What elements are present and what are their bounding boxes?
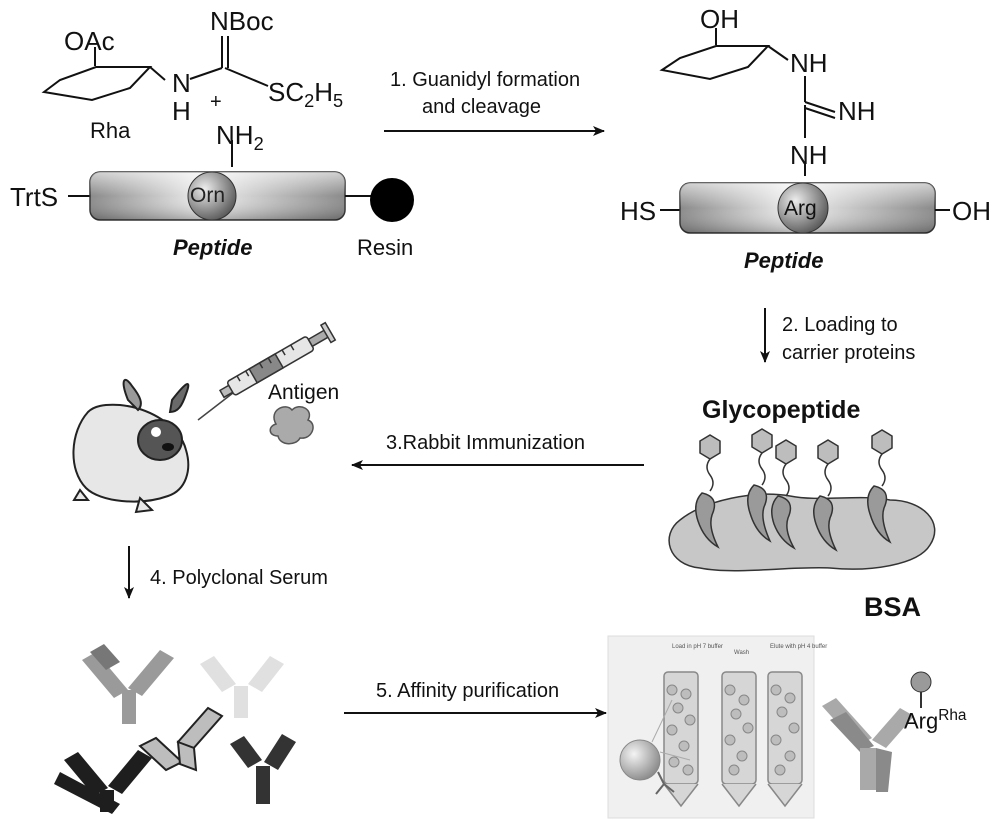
orn-residue-ball	[187, 171, 237, 221]
nh-sub: 2	[253, 134, 264, 155]
orn-label: Orn	[190, 184, 226, 207]
bsa-blob	[668, 493, 936, 572]
h-sub: 5	[333, 91, 344, 112]
nh-label-2: NH	[838, 96, 876, 126]
oh-right-label: OH	[952, 196, 991, 226]
rha-label: Rha	[90, 118, 131, 143]
glycopeptide-chains	[695, 428, 893, 552]
sc-text: SC	[268, 77, 305, 107]
n-label: N	[172, 68, 191, 98]
arg-text: Arg	[904, 708, 939, 734]
step3-label: 3.Rabbit Immunization	[386, 432, 585, 454]
column-1-label: Load in pH 7 buffer	[672, 644, 723, 650]
antibody-5	[230, 734, 296, 804]
resin-label: Resin	[357, 235, 414, 260]
antibody-2	[200, 656, 284, 718]
nh-label-1: NH	[790, 48, 828, 78]
arg-rha-label: ArgRha	[904, 708, 966, 732]
oac-label: OAc	[64, 26, 115, 56]
glycopeptide-5	[867, 429, 893, 544]
glycopeptide-2	[747, 428, 773, 543]
bsa-label: BSA	[864, 592, 922, 622]
h-text: H	[314, 77, 334, 107]
arg-label: Arg	[784, 197, 817, 220]
oh-top-label: OH	[700, 4, 739, 34]
peptide-label-right: Peptide	[744, 248, 824, 273]
step2-line2: carrier proteins	[782, 342, 916, 364]
arg-residue-ball	[777, 182, 829, 234]
hs-label: HS	[620, 196, 657, 226]
affinity-bead-zoom	[619, 739, 661, 781]
bead-linker	[655, 771, 675, 795]
antigen-blob	[269, 406, 314, 445]
zoom-line-1	[651, 699, 673, 743]
glycopeptide-4	[813, 439, 839, 552]
rha-sup: Rha	[938, 707, 967, 724]
antigen-label: Antigen	[268, 381, 340, 404]
bound-antibody	[822, 698, 914, 792]
guanidine-bonds-right	[804, 76, 836, 176]
sc2h5-label: SC2H5	[268, 79, 343, 110]
arg-rha-ligand	[910, 671, 932, 693]
peptide-label-left: Peptide	[173, 235, 253, 260]
zoom-line-2	[659, 751, 691, 761]
nh2-label: NH2	[216, 122, 264, 153]
nboc-label: NBoc	[210, 6, 274, 36]
antibody-4	[138, 706, 224, 772]
rabbit-illustration	[72, 378, 190, 514]
step2-line1: 2. Loading to	[782, 314, 898, 336]
column-beads	[666, 684, 800, 776]
rha-to-guanidine-bonds	[189, 36, 269, 87]
glycopeptide-1	[695, 434, 721, 549]
syringe-illustration	[197, 321, 337, 421]
sc-sub: 2	[304, 91, 315, 112]
column-1	[663, 671, 699, 808]
plus-sign: +	[210, 91, 222, 113]
affinity-panel	[607, 635, 815, 819]
column-2-label: Wash	[734, 650, 750, 656]
antibody-3	[54, 750, 152, 814]
glycopeptide-3	[771, 439, 797, 550]
antibody-1	[82, 644, 174, 724]
h-label: H	[172, 96, 191, 126]
nh-text: NH	[216, 120, 254, 150]
glycopeptide-label: Glycopeptide	[702, 396, 861, 424]
column-3-label: Elute with pH 4 buffer	[770, 644, 828, 650]
rhamnose-ring-right	[659, 28, 789, 81]
step4-label: 4. Polyclonal Serum	[150, 567, 328, 589]
step1-line1: 1. Guanidyl formation	[390, 69, 581, 91]
resin-bead	[370, 178, 414, 222]
step5-label: 5. Affinity purification	[376, 680, 560, 702]
nh-label-3: NH	[790, 140, 828, 170]
rhamnose-ring-left	[41, 47, 166, 102]
trts-label: TrtS	[10, 182, 59, 212]
step1-line2: and cleavage	[422, 96, 541, 118]
